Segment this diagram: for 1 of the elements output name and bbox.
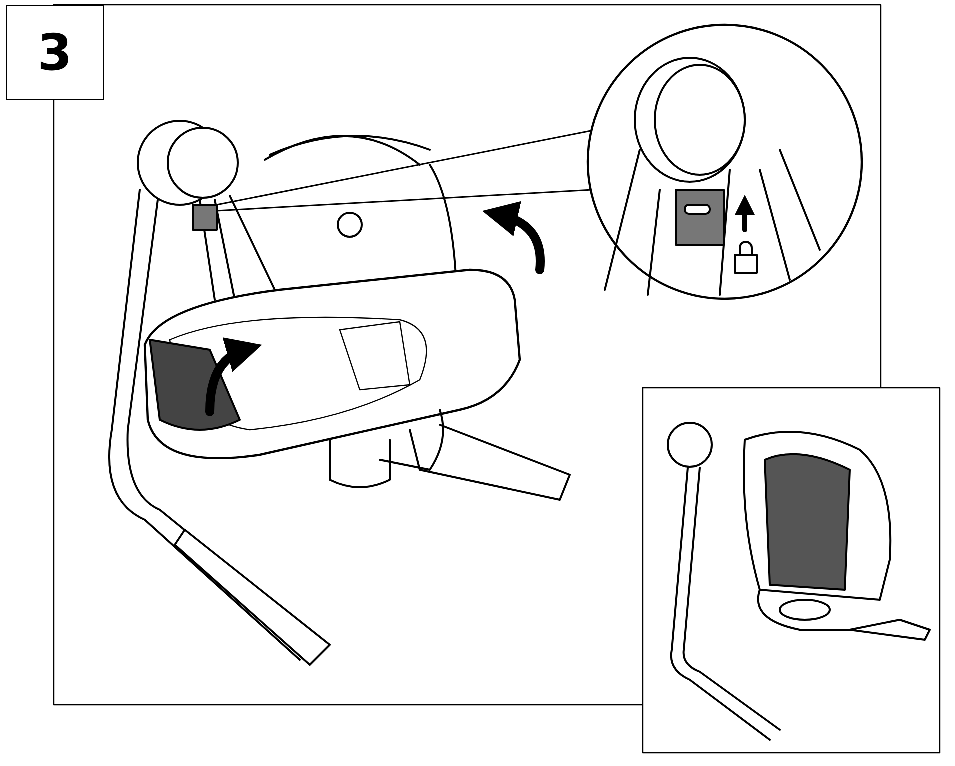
step-number: 3 — [6, 5, 104, 100]
